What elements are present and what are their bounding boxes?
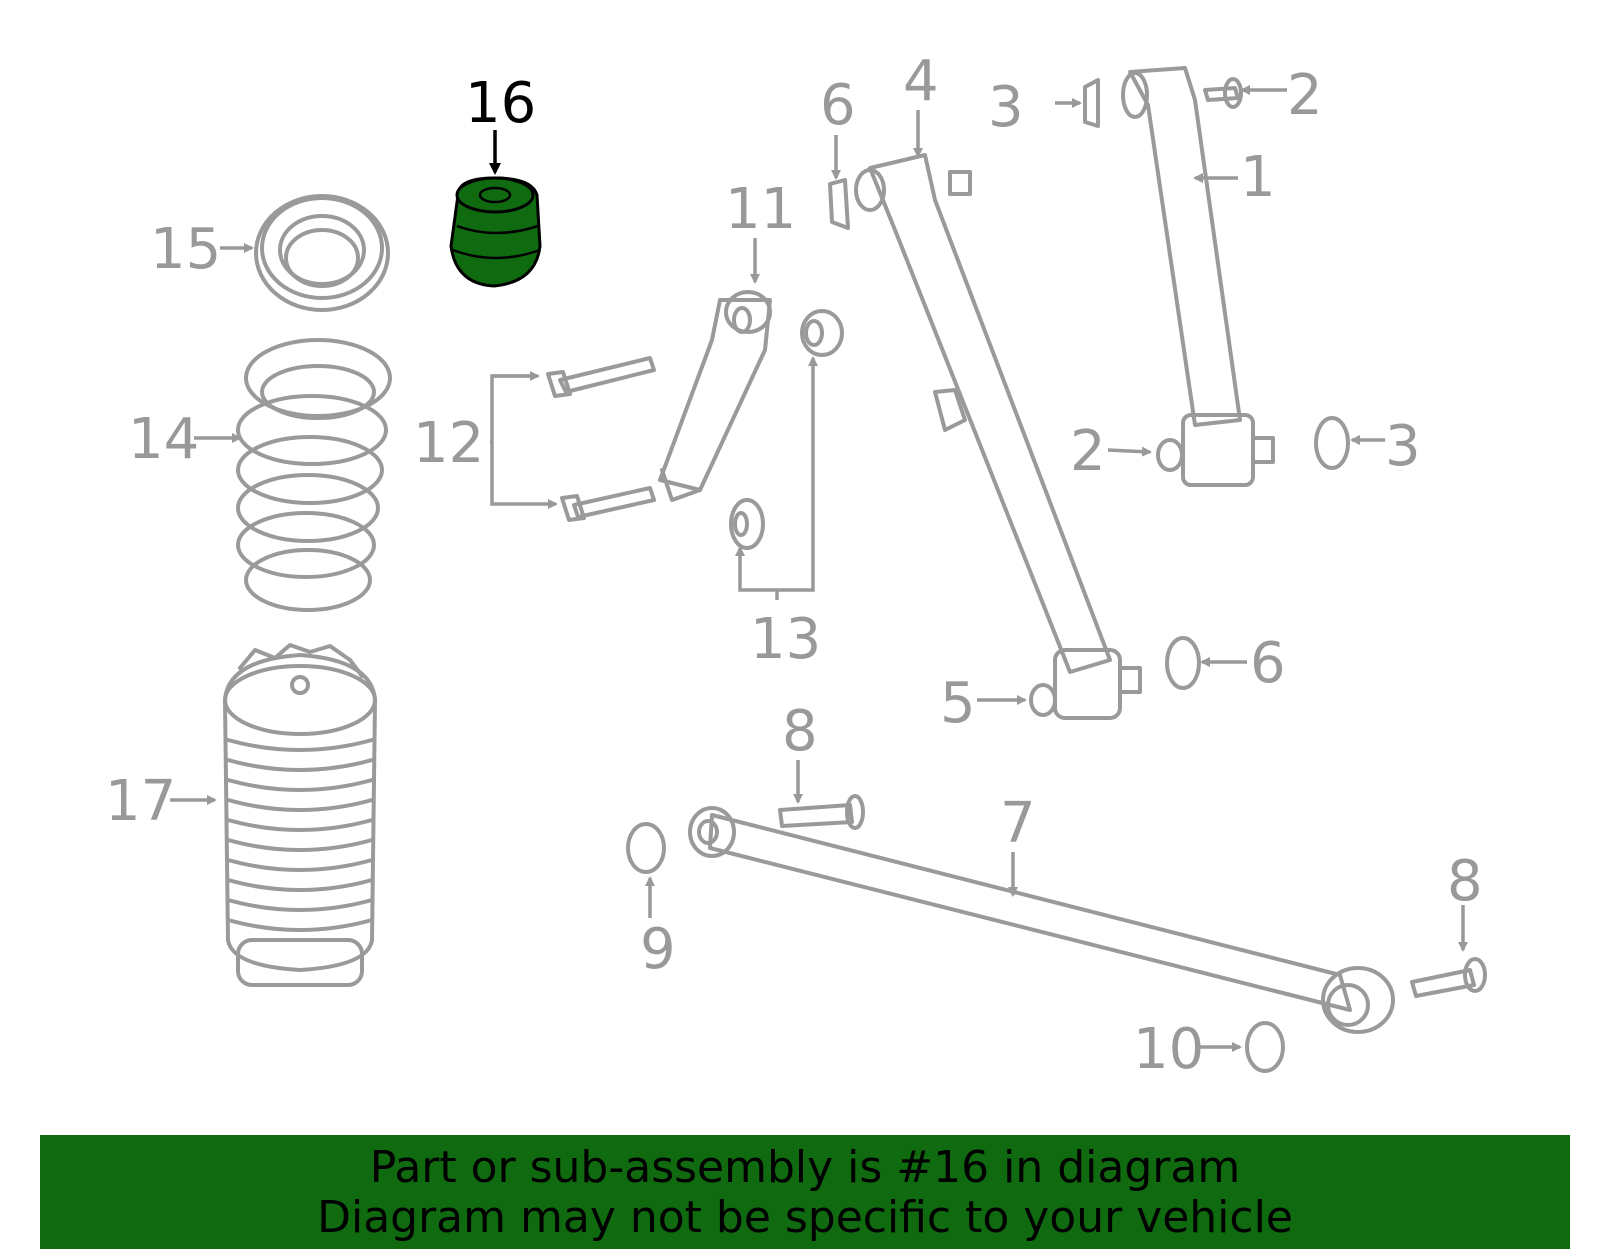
control-arm-part-4 [854,153,1142,720]
callout-17[interactable]: 17 [105,769,176,834]
info-banner: Part or sub-assembly is #16 in diagram D… [40,1135,1570,1249]
callout-1[interactable]: 1 [1240,145,1276,210]
air-spring-part [223,643,377,987]
trailing-arm-part [688,806,1395,1034]
callout-3-bottom[interactable]: 3 [1385,414,1421,479]
banner-line-part-number: Part or sub-assembly is #16 in diagram [369,1142,1241,1193]
spring-seat-part [254,194,390,312]
callout-8-right[interactable]: 8 [1447,849,1483,914]
coil-spring-part [236,338,392,612]
jounce-bumper-part-highlighted [449,176,542,288]
nut-parts-13 [729,309,844,550]
control-arm-part-1 [1121,66,1275,487]
callout-2-top[interactable]: 2 [1287,63,1323,128]
callout-2-bottom[interactable]: 2 [1070,419,1106,484]
bolt-parts-12 [546,356,656,522]
leader-lines [170,85,1468,1052]
callout-16[interactable]: 16 [465,71,536,136]
callout-10[interactable]: 10 [1133,1017,1204,1082]
callout-13[interactable]: 13 [750,607,821,672]
callout-5[interactable]: 5 [940,671,976,736]
callout-3-top[interactable]: 3 [988,75,1024,140]
callout-6-top[interactable]: 6 [820,73,856,138]
callout-14[interactable]: 14 [128,407,199,472]
shock-absorber-part [658,290,772,502]
callout-8-left[interactable]: 8 [782,699,818,764]
callout-15[interactable]: 15 [150,217,221,282]
callout-7[interactable]: 7 [1000,791,1036,856]
callout-9[interactable]: 9 [640,917,676,982]
callout-labels: 16 15 14 17 11 12 13 6 4 3 2 1 2 3 5 6 8… [105,49,1483,1082]
callout-12[interactable]: 12 [413,411,484,476]
callout-4[interactable]: 4 [903,49,939,114]
callout-11[interactable]: 11 [725,177,796,242]
banner-line-disclaimer: Diagram may not be specific to your vehi… [317,1192,1293,1243]
callout-6-bottom[interactable]: 6 [1250,631,1286,696]
